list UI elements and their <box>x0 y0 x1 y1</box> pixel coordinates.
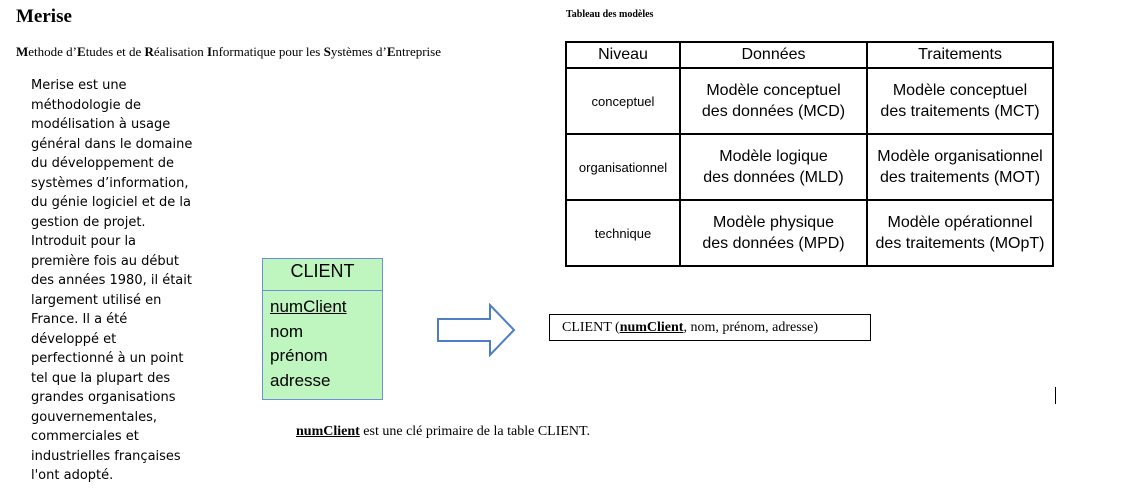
description-line: du génie logiciel et de la <box>31 195 191 210</box>
description-line: modélisation à usage <box>31 117 171 132</box>
table-header-cell: Traitements <box>866 41 1054 69</box>
description-line: développé et <box>31 331 117 347</box>
subtitle-part: Methode d’ <box>16 44 78 59</box>
description-line: tel que la plupart des <box>31 370 171 386</box>
primary-key-note: numClient est une clé primaire de la tab… <box>296 424 590 440</box>
description-line: général dans le domaine <box>31 136 193 152</box>
entity-attributes: numClient nom prénom adresse <box>263 291 382 393</box>
merise-description: Merise est une méthodologie de modélisat… <box>31 76 201 486</box>
subtitle-part: Informatique pour les <box>207 44 324 59</box>
description-line: méthodologie de <box>31 97 141 113</box>
document-title: Merise <box>16 6 72 27</box>
relational-schema-box: CLIENT (numClient, nom, prénom, adresse) <box>549 314 871 341</box>
table-header-cell: Données <box>679 41 868 69</box>
subtitle-part: Réalisation <box>144 44 207 59</box>
text-cursor <box>1055 387 1056 404</box>
description-line: l'ont adopté. <box>31 468 114 483</box>
acronym-expansion: Methode d’Etudes et de Réalisation Infor… <box>16 44 441 60</box>
client-entity-box: CLIENT numClient nom prénom adresse <box>262 258 383 400</box>
table-header-cell: Niveau <box>565 41 681 69</box>
subtitle-part: Entreprise <box>386 44 441 59</box>
table-cell-niveau: technique <box>565 199 681 267</box>
table-caption: Tableau des modèles <box>566 9 654 20</box>
subtitle-part: Etudes et de <box>77 44 145 59</box>
relation-suffix: , nom, prénom, adresse) <box>683 320 819 335</box>
pk-note-text: est une clé primaire de la table CLIENT. <box>359 424 591 439</box>
table-header-row: Niveau Données Traitements <box>565 41 1054 69</box>
description-line: du développement de <box>31 156 175 171</box>
entity-attribute: nom <box>270 321 304 341</box>
description-line: industrielles françaises <box>31 448 181 464</box>
description-line: grandes organisations <box>31 390 176 405</box>
description-line: Introduit pour la <box>31 234 137 249</box>
description-line: gouvernementales, <box>31 409 157 425</box>
table-cell-niveau: organisationnel <box>565 133 681 201</box>
description-line: première fois au début <box>31 253 179 269</box>
entity-attribute-primary-key: numClient <box>270 297 347 316</box>
description-line: largement utilisé en <box>31 292 162 308</box>
pk-note-key: numClient <box>296 424 360 439</box>
description-line: France. Il a été <box>31 312 128 327</box>
table-cell-niveau: conceptuel <box>565 67 681 135</box>
relation-prefix: CLIENT ( <box>562 320 620 335</box>
models-table: Niveau Données Traitements conceptuel Mo… <box>565 41 1054 267</box>
description-line: des années 1980, il était <box>31 273 192 288</box>
entity-attribute: adresse <box>270 370 331 390</box>
entity-name: CLIENT <box>263 259 382 291</box>
description-line: Merise est une <box>31 78 127 93</box>
entity-attribute: prénom <box>270 346 328 365</box>
transformation-arrow-icon <box>437 303 516 357</box>
description-line: gestion de projet. <box>31 214 146 230</box>
relation-primary-key: numClient <box>619 320 684 335</box>
description-line: commerciales et <box>31 429 139 444</box>
description-line: systèmes d’information, <box>31 175 189 191</box>
subtitle-part: Systèmes d’ <box>323 44 387 59</box>
description-line: perfectionné à un point <box>31 351 184 366</box>
